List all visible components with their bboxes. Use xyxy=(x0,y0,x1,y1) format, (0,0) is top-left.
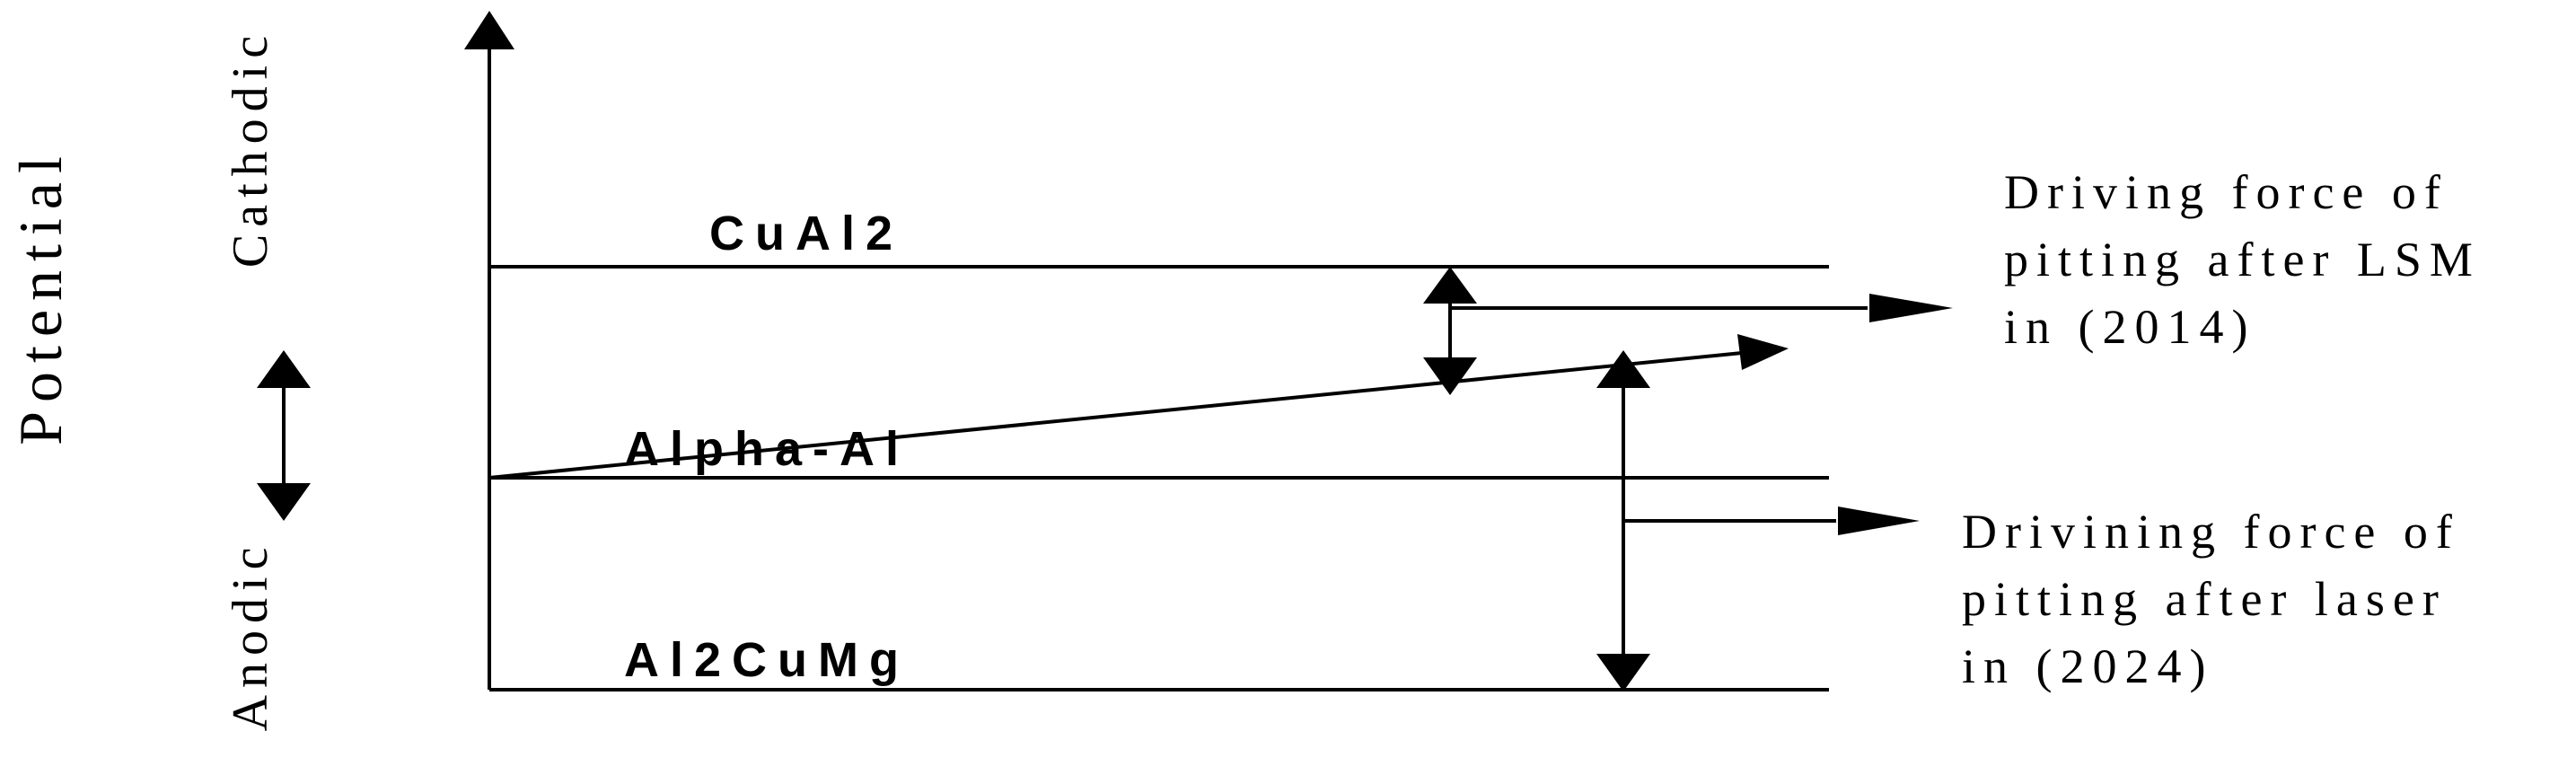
lsm-annotation-line-3: in (2014) xyxy=(2004,300,2255,354)
laser-annotation-line-3: in (2024) xyxy=(1962,639,2213,693)
axis-title: Potential xyxy=(6,147,75,445)
al2cumg-label: Al2CuMg xyxy=(624,633,910,687)
laser-annotation-line-1: Drivining force of xyxy=(1962,505,2460,559)
lsm-annotation: Driving force of pitting after LSM in (2… xyxy=(2004,165,2481,354)
laser-driving-force-arrow xyxy=(1596,350,1920,692)
anodic-label: Anodic xyxy=(223,541,278,732)
cual2-label: CuAl2 xyxy=(709,207,903,260)
lsm-driving-force-arrow xyxy=(1423,267,1953,395)
cathodic-label: Cathodic xyxy=(223,29,278,268)
cathodic-anodic-arrow xyxy=(257,350,311,521)
laser-annotation: Drivining force of pitting after laser i… xyxy=(1962,505,2460,693)
lsm-shift-arrow xyxy=(488,334,1789,480)
lsm-annotation-line-1: Driving force of xyxy=(2004,165,2449,219)
lsm-annotation-line-2: pitting after LSM xyxy=(2004,233,2481,286)
potential-axis xyxy=(464,11,514,690)
laser-annotation-line-2: pitting after laser xyxy=(1962,572,2447,626)
